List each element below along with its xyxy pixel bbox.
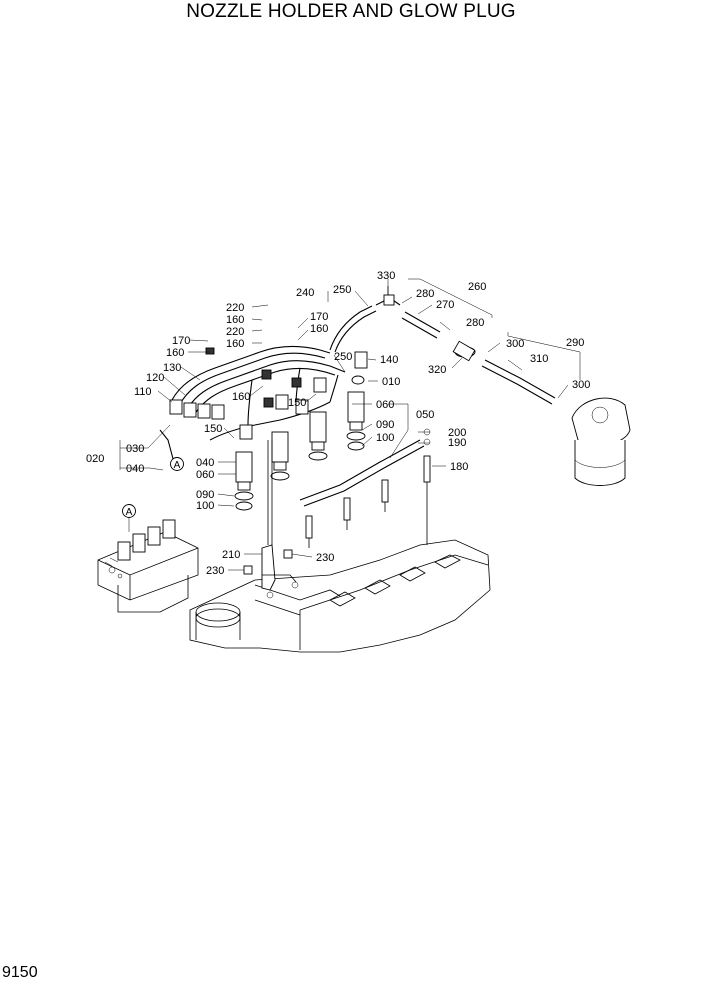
- callout-030: 030: [126, 443, 144, 455]
- injection-pipes-illustration: [159, 345, 368, 471]
- part-callouts: 220 160 220 160 170 160 130 120 110 170 …: [86, 270, 590, 577]
- callout-170: 170: [310, 311, 328, 323]
- callout-300: 300: [572, 379, 590, 391]
- callout-150: 150: [204, 423, 222, 435]
- reference-marker-a-2: A: [122, 504, 136, 532]
- callout-230: 230: [206, 565, 224, 577]
- callout-300: 300: [506, 338, 524, 350]
- callout-100: 100: [376, 432, 394, 444]
- callout-180: 180: [450, 461, 468, 473]
- return-hose-illustration: [329, 286, 556, 405]
- callout-060: 060: [196, 469, 214, 481]
- callout-170: 170: [172, 335, 190, 347]
- callout-040: 040: [126, 463, 144, 475]
- nozzle-holders-illustration: [234, 375, 366, 511]
- reference-marker-a-1: A: [170, 457, 184, 471]
- fuel-filter-illustration: [571, 397, 631, 486]
- callout-020: 020: [86, 453, 104, 465]
- leader-lines: [119, 278, 581, 571]
- callout-260: 260: [468, 281, 486, 293]
- callout-250: 250: [334, 351, 352, 363]
- callout-050: 050: [416, 409, 434, 421]
- callout-280: 280: [466, 317, 484, 329]
- callout-040: 040: [196, 457, 214, 469]
- callout-090: 090: [376, 419, 394, 431]
- callout-210: 210: [222, 549, 240, 561]
- callout-270: 270: [436, 299, 454, 311]
- injection-pump-illustration: [97, 519, 199, 613]
- callout-160: 160: [226, 314, 244, 326]
- callout-160: 160: [310, 323, 328, 335]
- callout-160: 160: [226, 338, 244, 350]
- callout-290: 290: [566, 337, 584, 349]
- page-number: 9150: [2, 964, 38, 981]
- callout-160: 160: [166, 347, 184, 359]
- callout-280: 280: [416, 288, 434, 300]
- callout-120: 120: [146, 372, 164, 384]
- callout-220: 220: [226, 326, 244, 338]
- callout-330: 330: [377, 270, 395, 282]
- callout-110: 110: [134, 386, 152, 398]
- cylinder-head-illustration: [189, 539, 491, 653]
- callout-140: 140: [380, 354, 398, 366]
- callout-310: 310: [530, 353, 548, 365]
- callout-230: 230: [316, 552, 334, 564]
- svg-text:A: A: [174, 460, 181, 471]
- callout-200: 200: [448, 427, 466, 439]
- svg-text:A: A: [126, 507, 133, 518]
- callout-190: 190: [448, 437, 466, 449]
- page-title: NOZZLE HOLDER AND GLOW PLUG: [186, 1, 516, 22]
- callout-010: 010: [382, 376, 400, 388]
- glow-plugs-illustration: [299, 428, 431, 548]
- callout-100: 100: [196, 500, 214, 512]
- callout-220: 220: [226, 302, 244, 314]
- callout-130: 130: [163, 362, 181, 374]
- callout-240: 240: [296, 287, 314, 299]
- callout-150: 150: [288, 397, 306, 409]
- callout-090: 090: [196, 489, 214, 501]
- callout-320: 320: [428, 364, 446, 376]
- callout-160: 160: [232, 391, 250, 403]
- callout-250: 250: [333, 284, 351, 296]
- callout-060: 060: [376, 399, 394, 411]
